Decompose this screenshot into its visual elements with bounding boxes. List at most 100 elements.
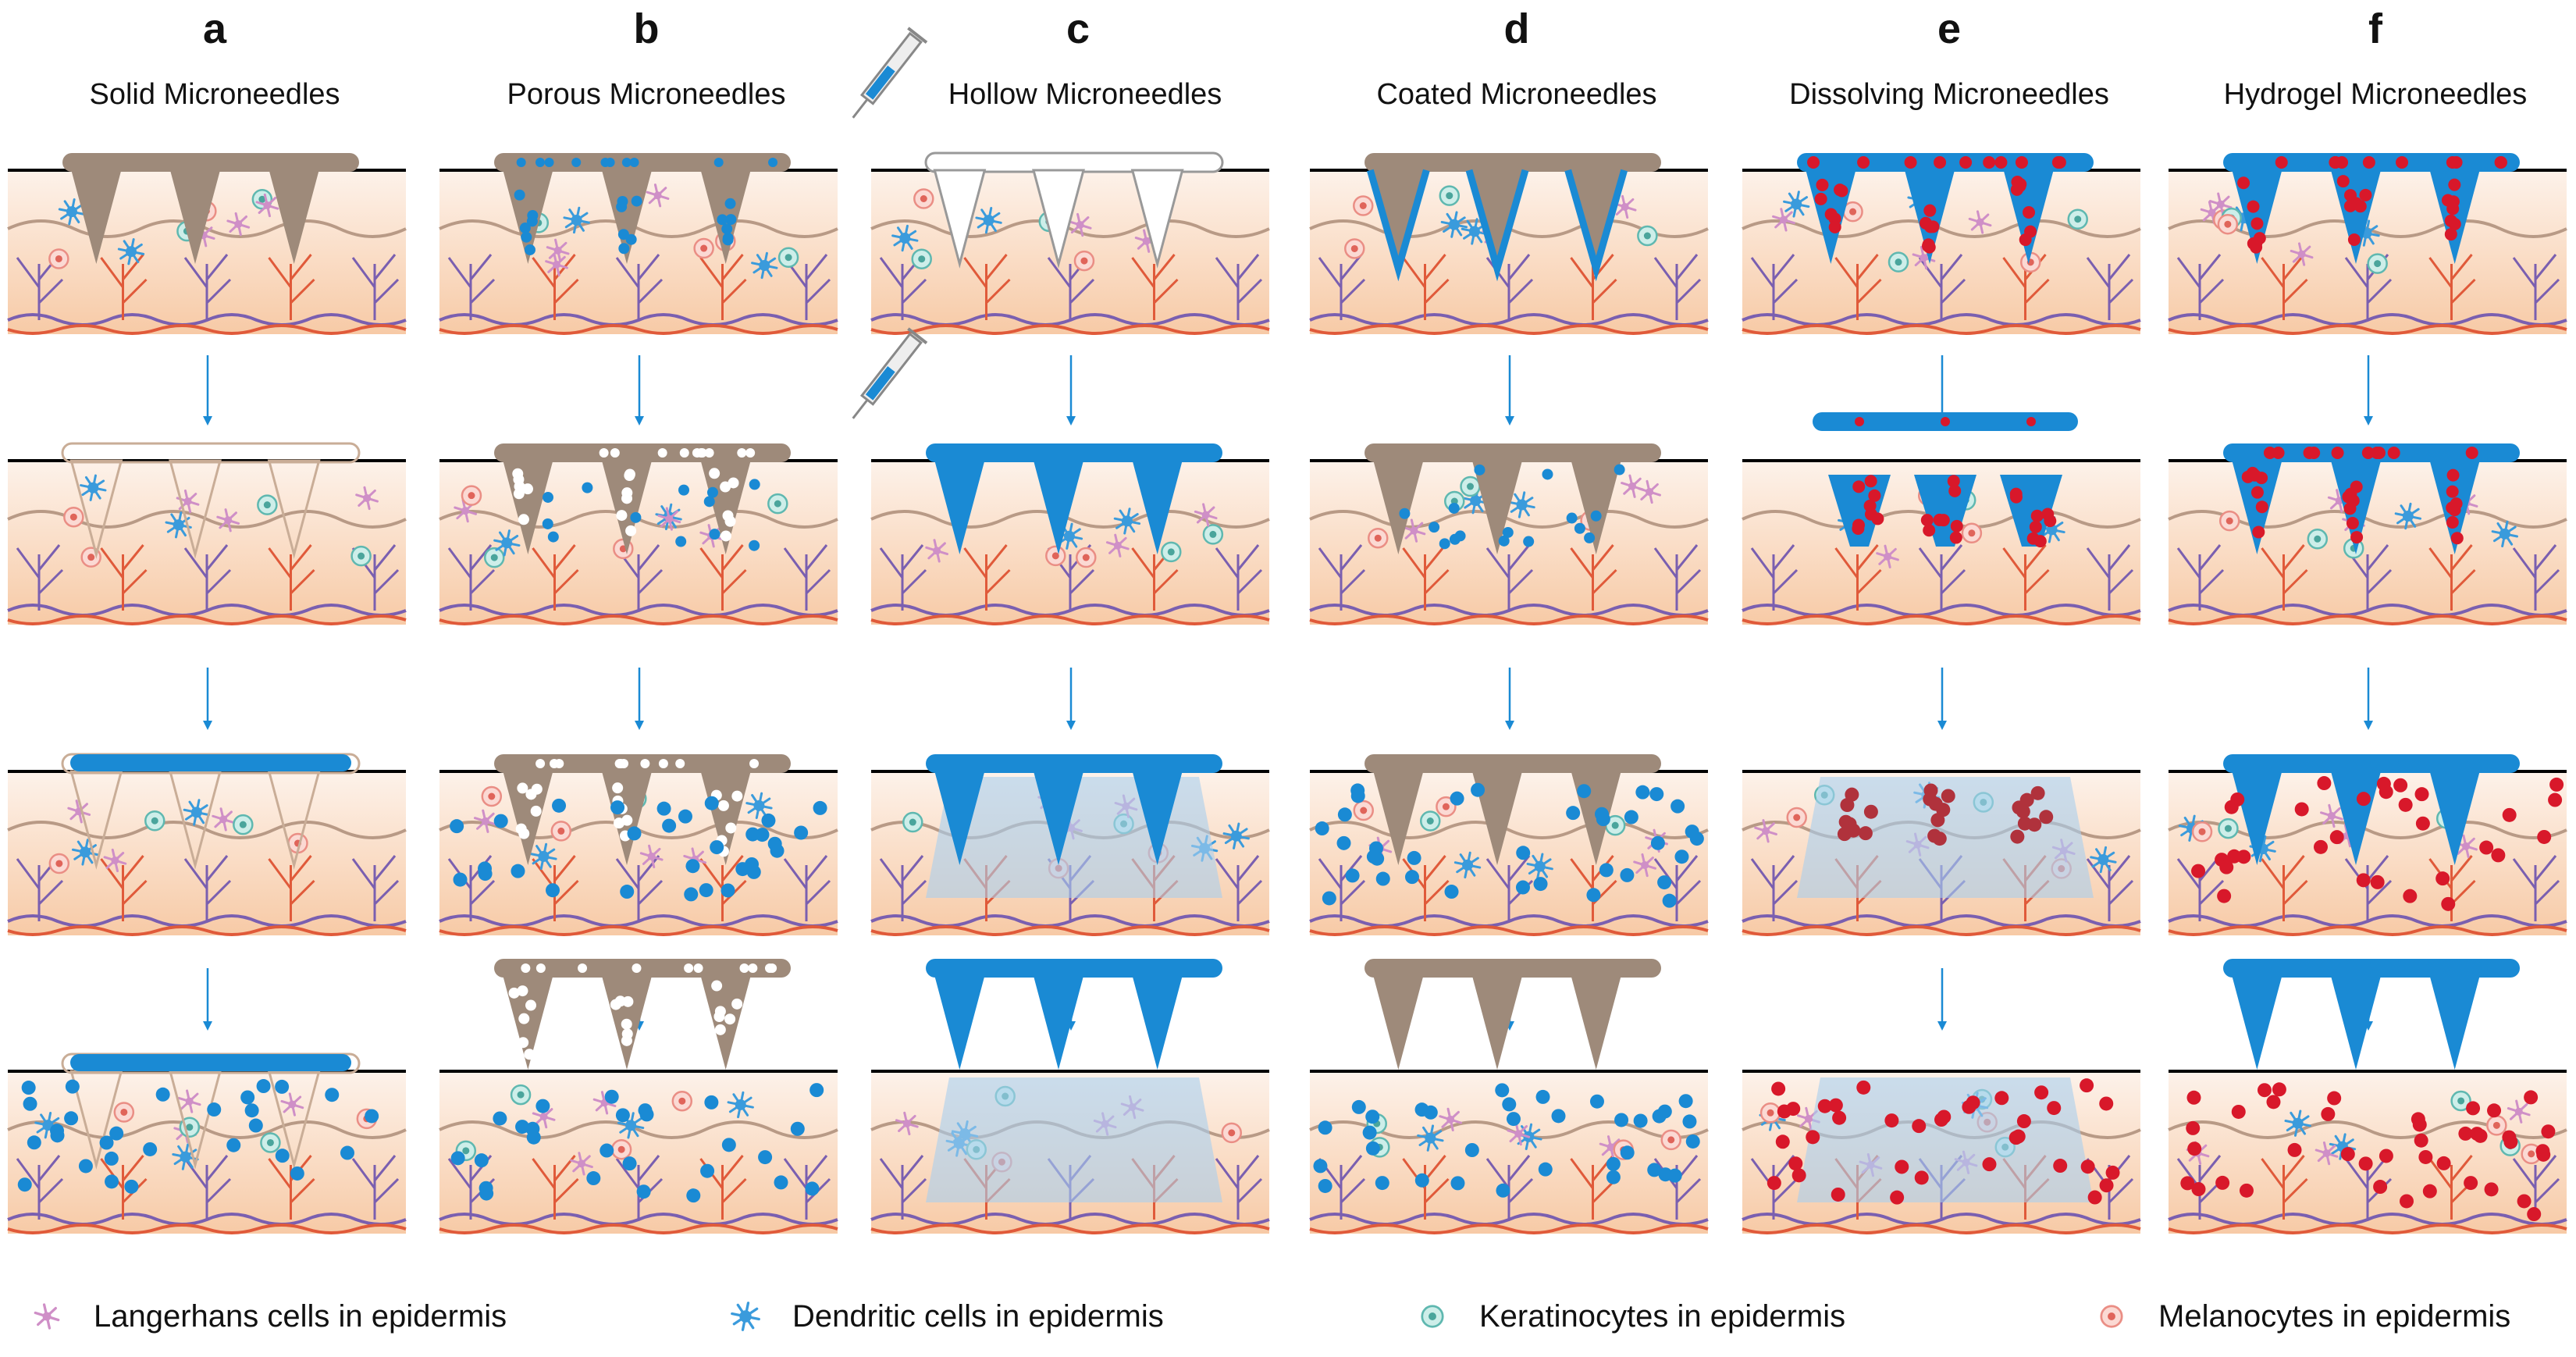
drug-particle [155, 1087, 170, 1102]
drug-particle [515, 1120, 530, 1134]
released-drug [2191, 776, 2564, 911]
process-arrow-head [635, 416, 644, 426]
drug-particle [1682, 1114, 1697, 1129]
melanocyte-nucleus [488, 792, 496, 800]
capillary-tree [2261, 1155, 2308, 1220]
drug-particle [1606, 1156, 1621, 1171]
needle-pore [709, 468, 720, 479]
dendritic-cell-body [1448, 219, 1460, 230]
melanocyte-nucleus [1350, 244, 1358, 252]
drug-particle [1495, 1083, 1510, 1098]
needle [933, 169, 987, 269]
patch-backing [61, 442, 361, 464]
melanocyte-nucleus [1849, 208, 1857, 215]
capillary-tree [2512, 254, 2560, 320]
drug-particle [2487, 1103, 2502, 1118]
drug-particle [2435, 871, 2450, 886]
langerhans-cell-body [578, 1159, 586, 1168]
drug-particle [586, 1171, 601, 1186]
blood-vessel [1742, 324, 2141, 335]
drug-particle [761, 813, 776, 828]
drug-particle [2415, 816, 2430, 831]
drug-particle [2517, 1194, 2532, 1209]
drug-particle [240, 1090, 255, 1105]
legend-label-keratinocyte: Keratinocytes in epidermis [1479, 1298, 1846, 1334]
capillary-tree [2086, 855, 2134, 921]
langerhans-cell-body [539, 1113, 548, 1121]
released-drug [1315, 782, 1704, 908]
capillary-tree [100, 1155, 148, 1220]
drug-particle [1689, 832, 1704, 846]
drug-particle [2247, 200, 2260, 213]
drug-particle [2252, 525, 2265, 539]
needle [1034, 771, 1083, 865]
capillary-tree [783, 855, 831, 921]
drug-particle [207, 1102, 222, 1117]
microneedle-patch [62, 153, 359, 264]
langerhans-cell-body [2322, 1149, 2331, 1158]
capillary-tree [2344, 855, 2393, 921]
skin-section [7, 1070, 407, 1234]
syringe-needle [852, 98, 869, 119]
microneedle-patch [61, 442, 361, 559]
drug-particle [2099, 1096, 2114, 1111]
drug-particle [2446, 485, 2459, 498]
capillary-tree [268, 1155, 315, 1220]
drug-particle [1835, 184, 1848, 198]
backing-pore [768, 158, 778, 167]
drug-particle [1994, 1091, 2009, 1106]
blood-vessel [439, 324, 838, 335]
capillary-tree [1485, 544, 1534, 611]
langerhans-cell-body [219, 815, 228, 824]
blood-vessel [870, 324, 1270, 335]
legend-label-langerhans: Langerhans cells in epidermis [94, 1298, 507, 1334]
drug-particle [2373, 1180, 2388, 1195]
syringe-plunger [907, 27, 928, 44]
drug-particle [1337, 807, 1352, 822]
langerhans-cell-body [1514, 1130, 1523, 1138]
drug-particle [2336, 175, 2350, 188]
drug-particle [704, 796, 719, 810]
capillary-tree [1318, 855, 1366, 921]
blood-vessel [2168, 1223, 2567, 1234]
drug-particle [2039, 810, 2054, 825]
langerhans-cell-icon [34, 1303, 60, 1330]
langerhans-cell-body [224, 516, 233, 525]
drug-particle [546, 883, 560, 898]
drug-particle [2444, 228, 2457, 241]
patch-backing [62, 153, 359, 172]
drug-particle [340, 1145, 354, 1160]
drug-particle [2329, 156, 2342, 169]
drug-particle [1949, 531, 1962, 544]
keratinocyte-nucleus [1209, 530, 1217, 538]
drug-particle [450, 819, 464, 834]
drug-particle [1399, 508, 1411, 519]
released-drug [2180, 1082, 2556, 1222]
skin-section [439, 1070, 838, 1234]
drug-particle [2024, 225, 2037, 238]
dendritic-cell-body [1791, 198, 1802, 210]
drug-particle [758, 1150, 773, 1165]
keratinocyte-nucleus [1643, 232, 1651, 240]
drug-particle [248, 1118, 263, 1133]
keratinocyte-nucleus [774, 500, 781, 508]
langerhans-cell-body [1628, 482, 1636, 490]
drug-particle [1927, 828, 1942, 843]
drug-particle [1864, 475, 1877, 488]
keratinocyte-nucleus [263, 501, 271, 509]
drug-particle [1590, 510, 1602, 522]
needle [934, 976, 985, 1070]
drug-diffusion-zone [1797, 1077, 2094, 1202]
needle-pore [722, 234, 734, 246]
drug-particle [684, 887, 699, 902]
drug-particle [2524, 1090, 2539, 1105]
drug-particle [1322, 891, 1336, 906]
drug-particle [2356, 792, 2371, 807]
keratinocyte-icon [1421, 1305, 1444, 1328]
langerhans-cell-body [1142, 237, 1151, 245]
drug-particle [1515, 880, 1530, 895]
needle [503, 976, 553, 1070]
langerhans-cell-body [461, 507, 470, 515]
drug-particle [1983, 156, 1996, 169]
process-arrow-head [1505, 416, 1514, 426]
